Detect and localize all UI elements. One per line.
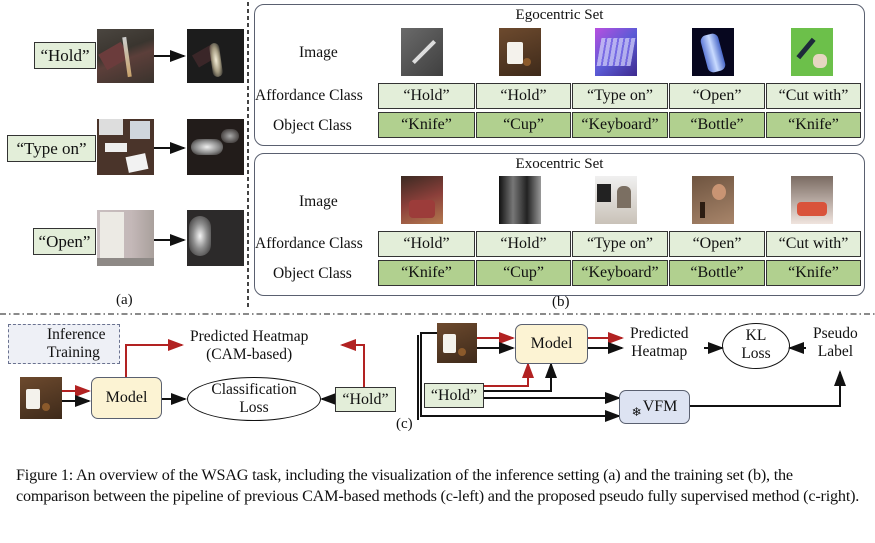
exo-affordance-cell: “Cut with” [766, 231, 861, 257]
left-text-prompt-hold: “Hold” [335, 387, 396, 412]
person-cutting-vegetables-photo [791, 176, 833, 224]
ego-object-cell: “Keyboard” [572, 112, 668, 138]
ego-object-row-label: Object Class [273, 117, 352, 134]
right-predicted-heatmap: Predicted Heatmap [630, 325, 689, 361]
legend-inference-label: Inference [47, 326, 106, 343]
right-model-box: Model [515, 324, 588, 364]
bottle-photo [692, 28, 734, 76]
ego-image-row-label: Image [299, 44, 338, 61]
person-opening-bottle-photo [692, 176, 734, 224]
pseudo-label-line-1: Pseudo [813, 325, 858, 342]
egocentric-set-box: Egocentric Set [254, 4, 865, 146]
exo-affordance-cell: “Open” [669, 231, 765, 257]
desk-keyboard-photo [97, 119, 154, 175]
person-cutting-meat-photo [401, 176, 443, 224]
right-hold-to-model-inference [484, 362, 534, 387]
kl-loss-ellipse: KL Loss [722, 323, 790, 369]
left-heatmap-line-2: (CAM-based) [206, 346, 293, 363]
panel-b-label: (b) [552, 294, 570, 310]
right-heatmap-line-2: Heatmap [631, 343, 688, 360]
legend-box: Inference Training [8, 324, 120, 364]
exo-image-row-label: Image [299, 193, 338, 210]
a-text-prompt-hold: “Hold” [34, 42, 96, 69]
kl-loss-line-2: Loss [741, 345, 771, 362]
vfm-box: ❄ VFM [619, 390, 690, 424]
keyboard-photo [595, 28, 637, 76]
right-heatmap-line-1: Predicted [630, 325, 689, 342]
ego-object-cell: “Knife” [766, 112, 861, 138]
ego-object-cell: “Knife” [378, 112, 475, 138]
ego-object-cell: “Bottle” [669, 112, 765, 138]
ego-affordance-cell: “Hold” [476, 83, 571, 109]
ego-affordance-cell: “Hold” [378, 83, 475, 109]
legend-training-label: Training [47, 344, 100, 361]
knife-photo [401, 28, 443, 76]
ego-affordance-cell: “Cut with” [766, 83, 861, 109]
figure-caption: Figure 1: An overview of the WSAG task, … [16, 466, 860, 505]
exo-object-cell: “Knife” [378, 260, 475, 286]
refrigerator-door-heatmap [187, 210, 244, 266]
right-hold-to-model-training [484, 362, 557, 392]
panel-a-label: (a) [116, 292, 133, 308]
left-hold-to-heatmap [340, 339, 365, 387]
exo-object-cell: “Keyboard” [572, 260, 668, 286]
snowflake-icon: ❄ [631, 404, 642, 419]
left-heatmap-line-1: Predicted Heatmap [190, 328, 309, 345]
pseudo-label: Pseudo Label [813, 325, 858, 361]
person-typing-photo [595, 176, 637, 224]
right-cup-image [437, 323, 477, 363]
classification-loss-label: Classification Loss [188, 381, 320, 417]
a-text-prompt-type-on: “Type on” [7, 135, 96, 162]
exo-affordance-cell: “Hold” [476, 231, 571, 257]
knife-handle-heatmap [187, 29, 244, 83]
exo-affordance-cell: “Type on” [572, 231, 668, 257]
exocentric-set-box: Exocentric Set [254, 153, 865, 296]
knife-green-photo [791, 28, 833, 76]
a-text-prompt-open: “Open” [33, 228, 96, 255]
ego-object-cell: “Cup” [476, 112, 571, 138]
classification-loss-line-2: Loss [239, 399, 269, 416]
exo-object-cell: “Knife” [766, 260, 861, 286]
ego-affordance-row-label: Affordance Class [255, 87, 363, 104]
left-cup-image [20, 377, 62, 419]
vfm-label: VFM [642, 398, 678, 415]
left-model-box: Model [91, 377, 162, 419]
classification-loss-line-1: Classification [211, 381, 297, 398]
kl-loss-line-1: KL [745, 327, 767, 344]
exocentric-set-title: Exocentric Set [515, 156, 604, 172]
right-text-prompt-hold: “Hold” [424, 383, 484, 408]
left-predicted-heatmap: Predicted Heatmap (CAM-based) [190, 328, 308, 364]
person-holding-cup-photo [499, 176, 541, 224]
kl-loss-label: KL Loss [723, 327, 789, 363]
panel-c-label: (c) [396, 416, 413, 432]
refrigerator-photo [97, 210, 154, 266]
exo-object-cell: “Cup” [476, 260, 571, 286]
exo-object-cell: “Bottle” [669, 260, 765, 286]
exo-affordance-row-label: Affordance Class [255, 235, 363, 252]
classification-loss-ellipse: Classification Loss [187, 377, 321, 421]
pseudo-label-line-2: Label [817, 343, 854, 360]
keyboard-heatmap [187, 119, 244, 175]
left-model-to-heatmap [125, 339, 184, 377]
exo-affordance-cell: “Hold” [378, 231, 475, 257]
cup-photo [499, 28, 541, 76]
knife-on-block-photo [97, 29, 154, 83]
right-vfm-to-pseudo [690, 370, 846, 407]
ego-affordance-cell: “Type on” [572, 83, 668, 109]
right-img-to-vfm [420, 332, 621, 422]
ego-affordance-cell: “Open” [669, 83, 765, 109]
exo-object-row-label: Object Class [273, 265, 352, 282]
egocentric-set-title: Egocentric Set [515, 7, 604, 23]
